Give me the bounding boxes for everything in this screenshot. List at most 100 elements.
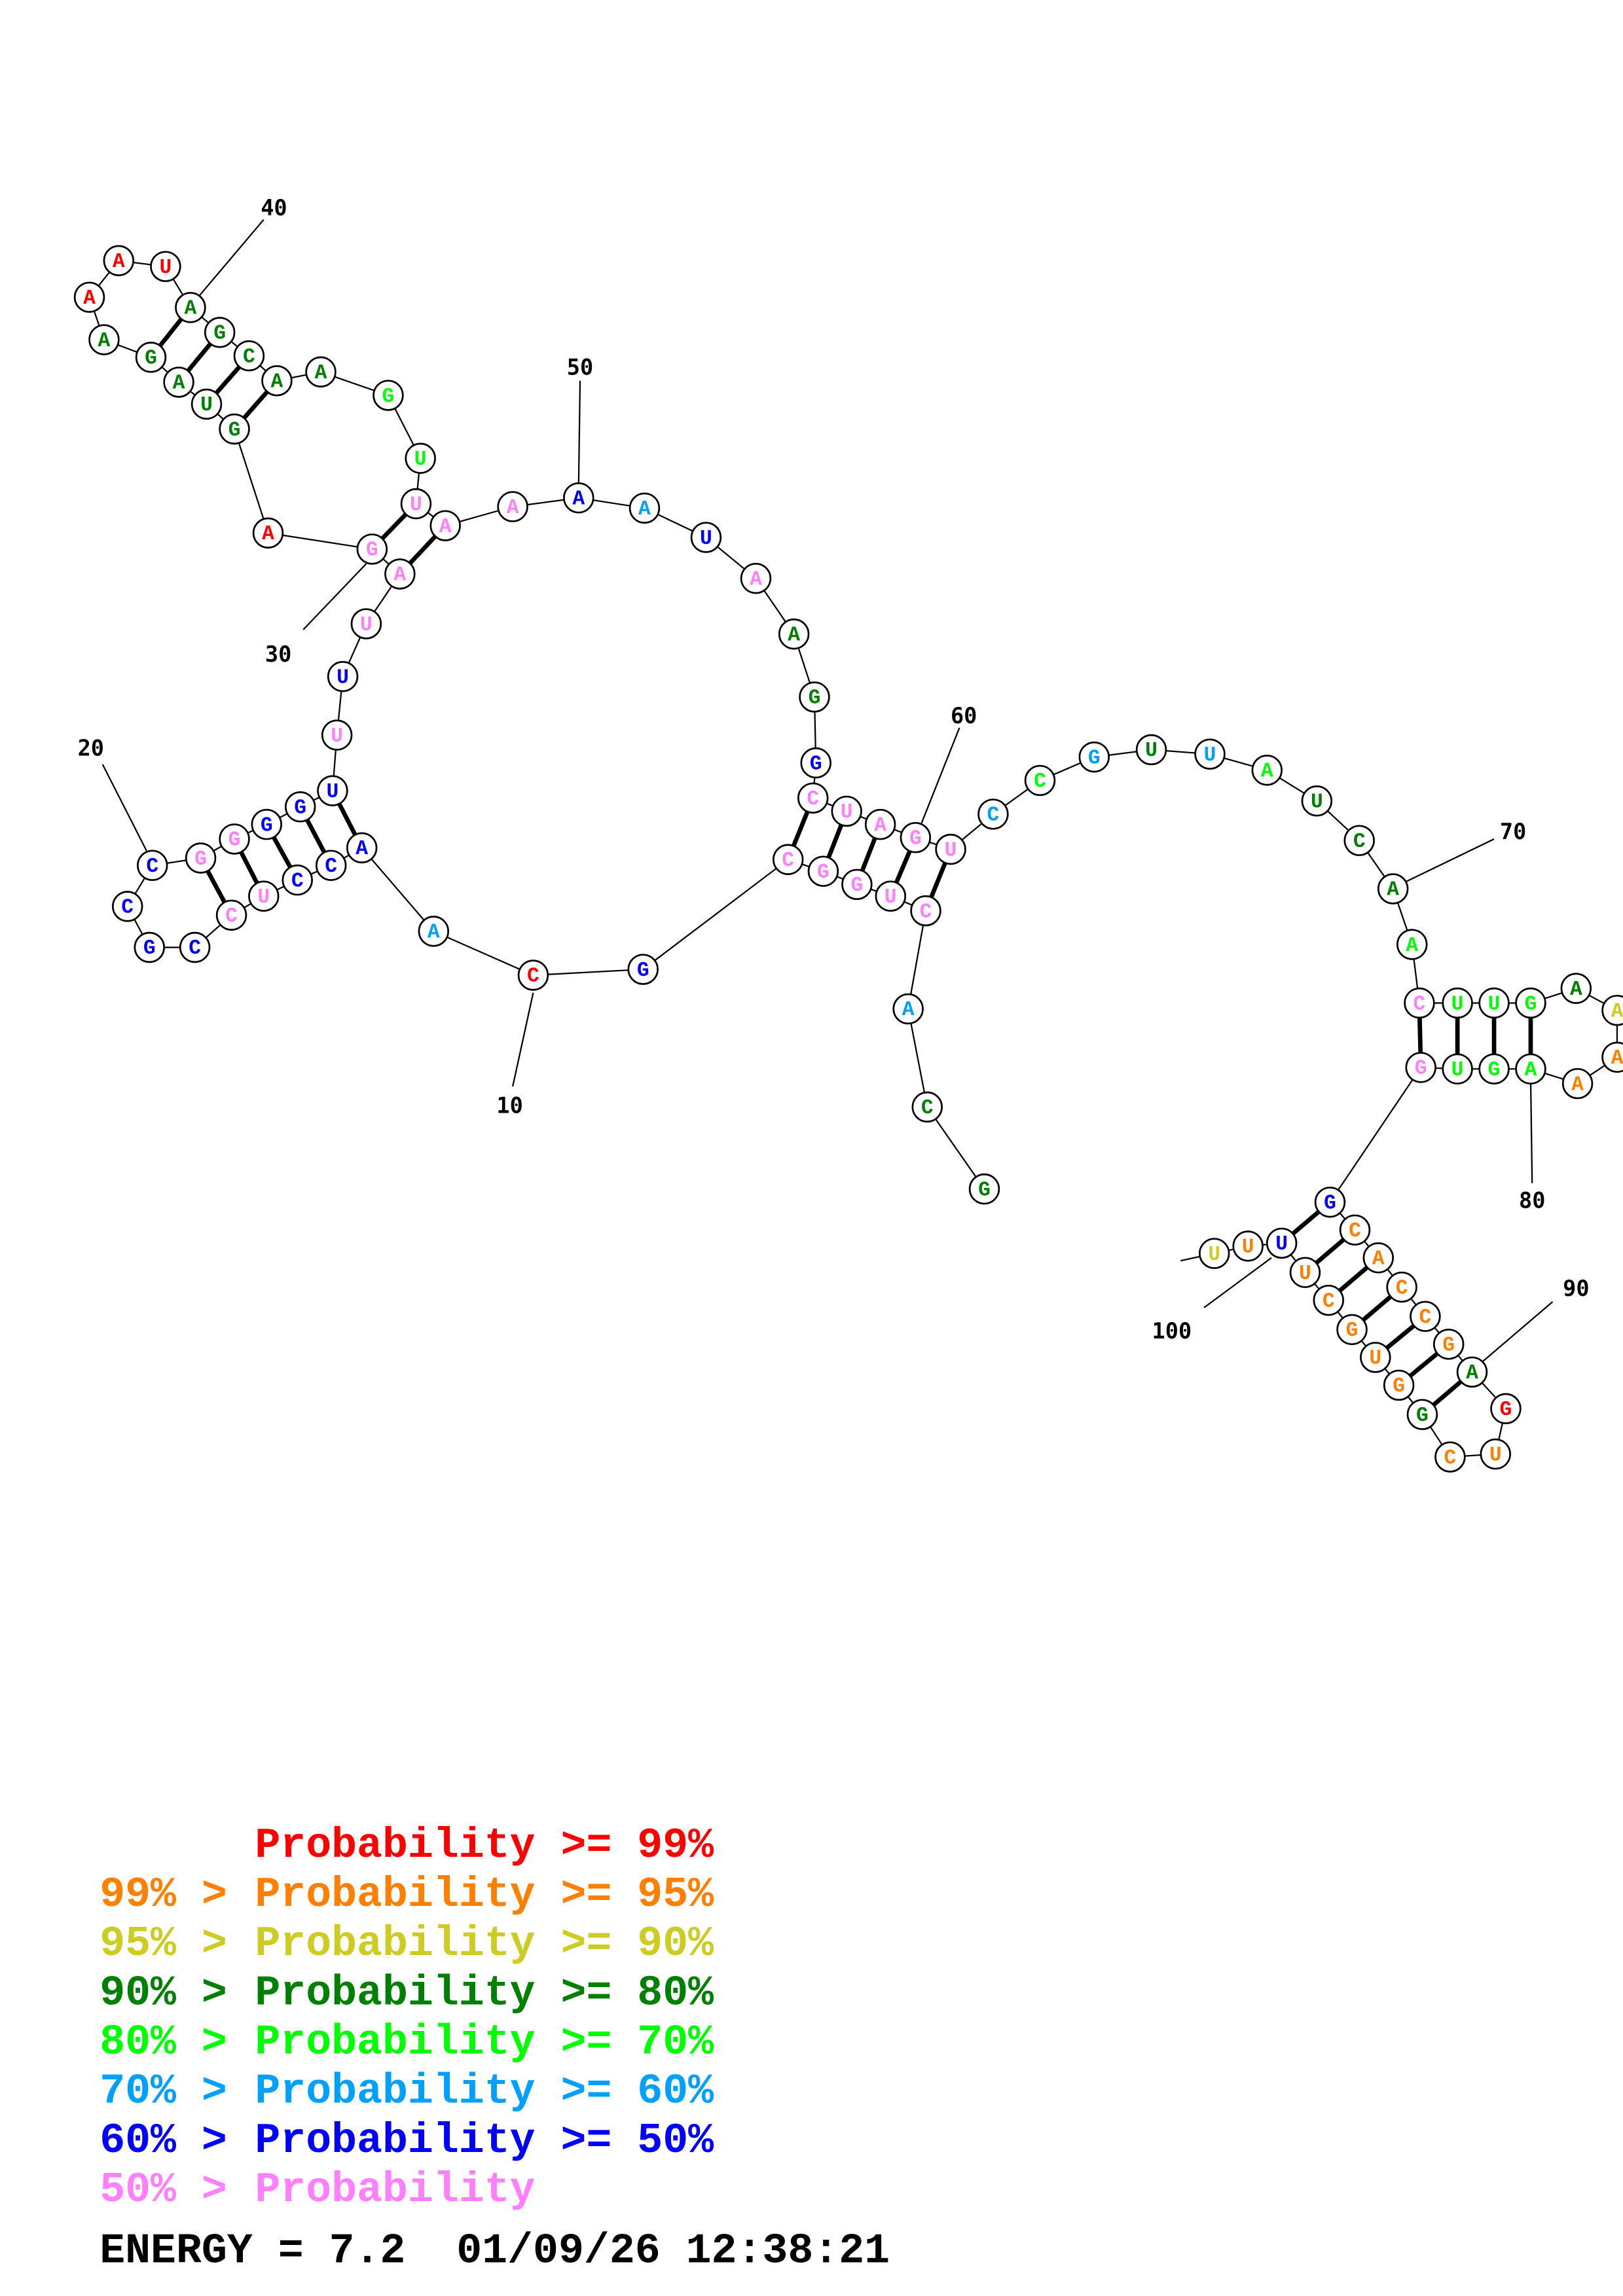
nucleotide-letter: C — [291, 870, 304, 893]
nucleotide: A — [1515, 1053, 1546, 1085]
nucleotide-circle — [900, 821, 932, 853]
nucleotide-letter: A — [750, 568, 762, 591]
nucleotide-circle — [429, 510, 461, 541]
nucleotide-letter: A — [1387, 879, 1399, 902]
nucleotide-letter: U — [327, 781, 339, 804]
nucleotide-letter: U — [410, 493, 422, 516]
nucleotide-circle — [910, 895, 941, 927]
nucleotide: G — [185, 842, 217, 874]
nucleotide: C — [215, 899, 247, 931]
nucleotide-circle — [327, 660, 359, 692]
nucleotide-circle — [1405, 1052, 1436, 1083]
nucleotide-letter: G — [261, 814, 273, 837]
legend-prefix: 90% > — [100, 1969, 253, 2017]
nucleotide-letter: C — [987, 804, 1000, 827]
nucleotide-circle — [150, 251, 181, 282]
nucleotide-letter: A — [98, 330, 111, 353]
nucleotide-circle — [797, 782, 829, 814]
nucleotide-circle — [1301, 785, 1333, 817]
nucleotide-letter: U — [331, 725, 343, 748]
position-label: 40 — [261, 195, 287, 221]
nucleotide-letter: G — [1525, 993, 1537, 1016]
nucleotide-circle — [1343, 825, 1375, 856]
nucleotide-circle — [315, 850, 347, 881]
nucleotide-circle — [384, 558, 416, 590]
nucleotide: G — [135, 342, 167, 373]
nucleotide-letter: U — [337, 666, 349, 689]
legend-row: 80% > Probability >= 70% — [100, 2019, 714, 2067]
nucleotide-letter: G — [145, 348, 157, 370]
nucleotide-letter: U — [1451, 1059, 1464, 1082]
nucleotide-circle — [317, 775, 348, 806]
nucleotide-letter: G — [194, 848, 207, 871]
nucleotide-letter: A — [1570, 978, 1582, 1001]
nucleotide-circle — [321, 719, 353, 751]
legend-prefix: 99% > — [100, 1871, 253, 1919]
nucleotide-letter: G — [294, 797, 306, 819]
nucleotide: A — [429, 510, 461, 541]
nucleotide-circle — [400, 488, 432, 520]
nucleotide-letter: U — [257, 886, 270, 909]
legend-prefix: 95% > — [100, 1920, 253, 1968]
position-tick-line — [1203, 1257, 1272, 1308]
nucleotide-letter: A — [262, 523, 274, 546]
nucleotide-letter: A — [902, 999, 915, 1022]
position-label: 90 — [1563, 1276, 1589, 1301]
nucleotide-letter: U — [1204, 744, 1216, 767]
nucleotide-letter: C — [1413, 993, 1426, 1016]
nucleotide-letter: A — [271, 370, 283, 393]
nucleotide-letter: U — [841, 801, 853, 824]
backbone-segment — [1329, 1067, 1422, 1203]
nucleotide: G — [1383, 1369, 1415, 1401]
nucleotide: C — [233, 340, 265, 372]
nucleotide-letter: C — [807, 788, 819, 811]
nucleotide: C — [1024, 764, 1056, 797]
nucleotide: C — [111, 891, 143, 922]
nucleotide-circle — [1478, 1053, 1510, 1085]
nucleotide-letter: U — [360, 614, 373, 637]
nucleotide: A — [175, 292, 206, 323]
legend-prefix: 60% > — [100, 2117, 253, 2165]
nucleotide: U — [1442, 1053, 1473, 1085]
nucleotide: G — [1478, 1053, 1510, 1085]
nucleotide-letter: G — [1416, 1405, 1429, 1427]
nucleotide: A — [778, 619, 810, 650]
nucleotide-circle — [418, 916, 450, 947]
legend-label: Probability >= 80% — [255, 1969, 714, 2017]
nucleotide: A — [73, 281, 105, 313]
nucleotide: C — [282, 864, 313, 896]
nucleotide-letter: U — [1369, 1348, 1381, 1371]
nucleotide-circle — [356, 533, 388, 565]
position-tick-line — [101, 764, 147, 852]
probability-legend: Probability >= 99%99% > Probability >= 9… — [100, 1822, 714, 2214]
nucleotide-letter: C — [225, 905, 238, 928]
nucleotide: G — [807, 855, 839, 887]
nucleotide: U — [321, 719, 353, 751]
nucleotide-circle — [892, 993, 924, 1025]
nucleotide-letter: U — [1299, 1263, 1311, 1285]
nucleotide-letter: G — [1324, 1193, 1336, 1215]
nucleotide-circle — [1289, 1257, 1321, 1288]
nucleotide-circle — [968, 1173, 1000, 1205]
nucleotide-circle — [251, 808, 282, 840]
nucleotide-circle — [1396, 929, 1428, 960]
legend-label: Probability >= 90% — [255, 1920, 714, 1968]
nucleotide-circle — [282, 864, 313, 896]
nucleotide: A — [418, 916, 450, 947]
nucleotide-circle — [1314, 1187, 1346, 1218]
nucleotide: U — [935, 833, 966, 865]
nucleotide-letter: C — [920, 901, 932, 924]
nucleotide-letter: A — [1571, 1073, 1584, 1096]
nucleotide: A — [1377, 873, 1409, 905]
nucleotide-letter: A — [572, 488, 585, 511]
legend-label: Probability >= 95% — [255, 1871, 714, 1919]
nucleotide-letter: G — [228, 419, 241, 442]
nucleotide: A — [1601, 1041, 1623, 1073]
nucleotide-circle — [1456, 1356, 1488, 1388]
backbone-segment — [233, 429, 269, 533]
nucleotide-letter: U — [1242, 1236, 1254, 1259]
nucleotide: U — [400, 488, 432, 520]
nucleotide-circle — [1199, 1238, 1230, 1269]
nucleotide: A — [261, 365, 293, 397]
